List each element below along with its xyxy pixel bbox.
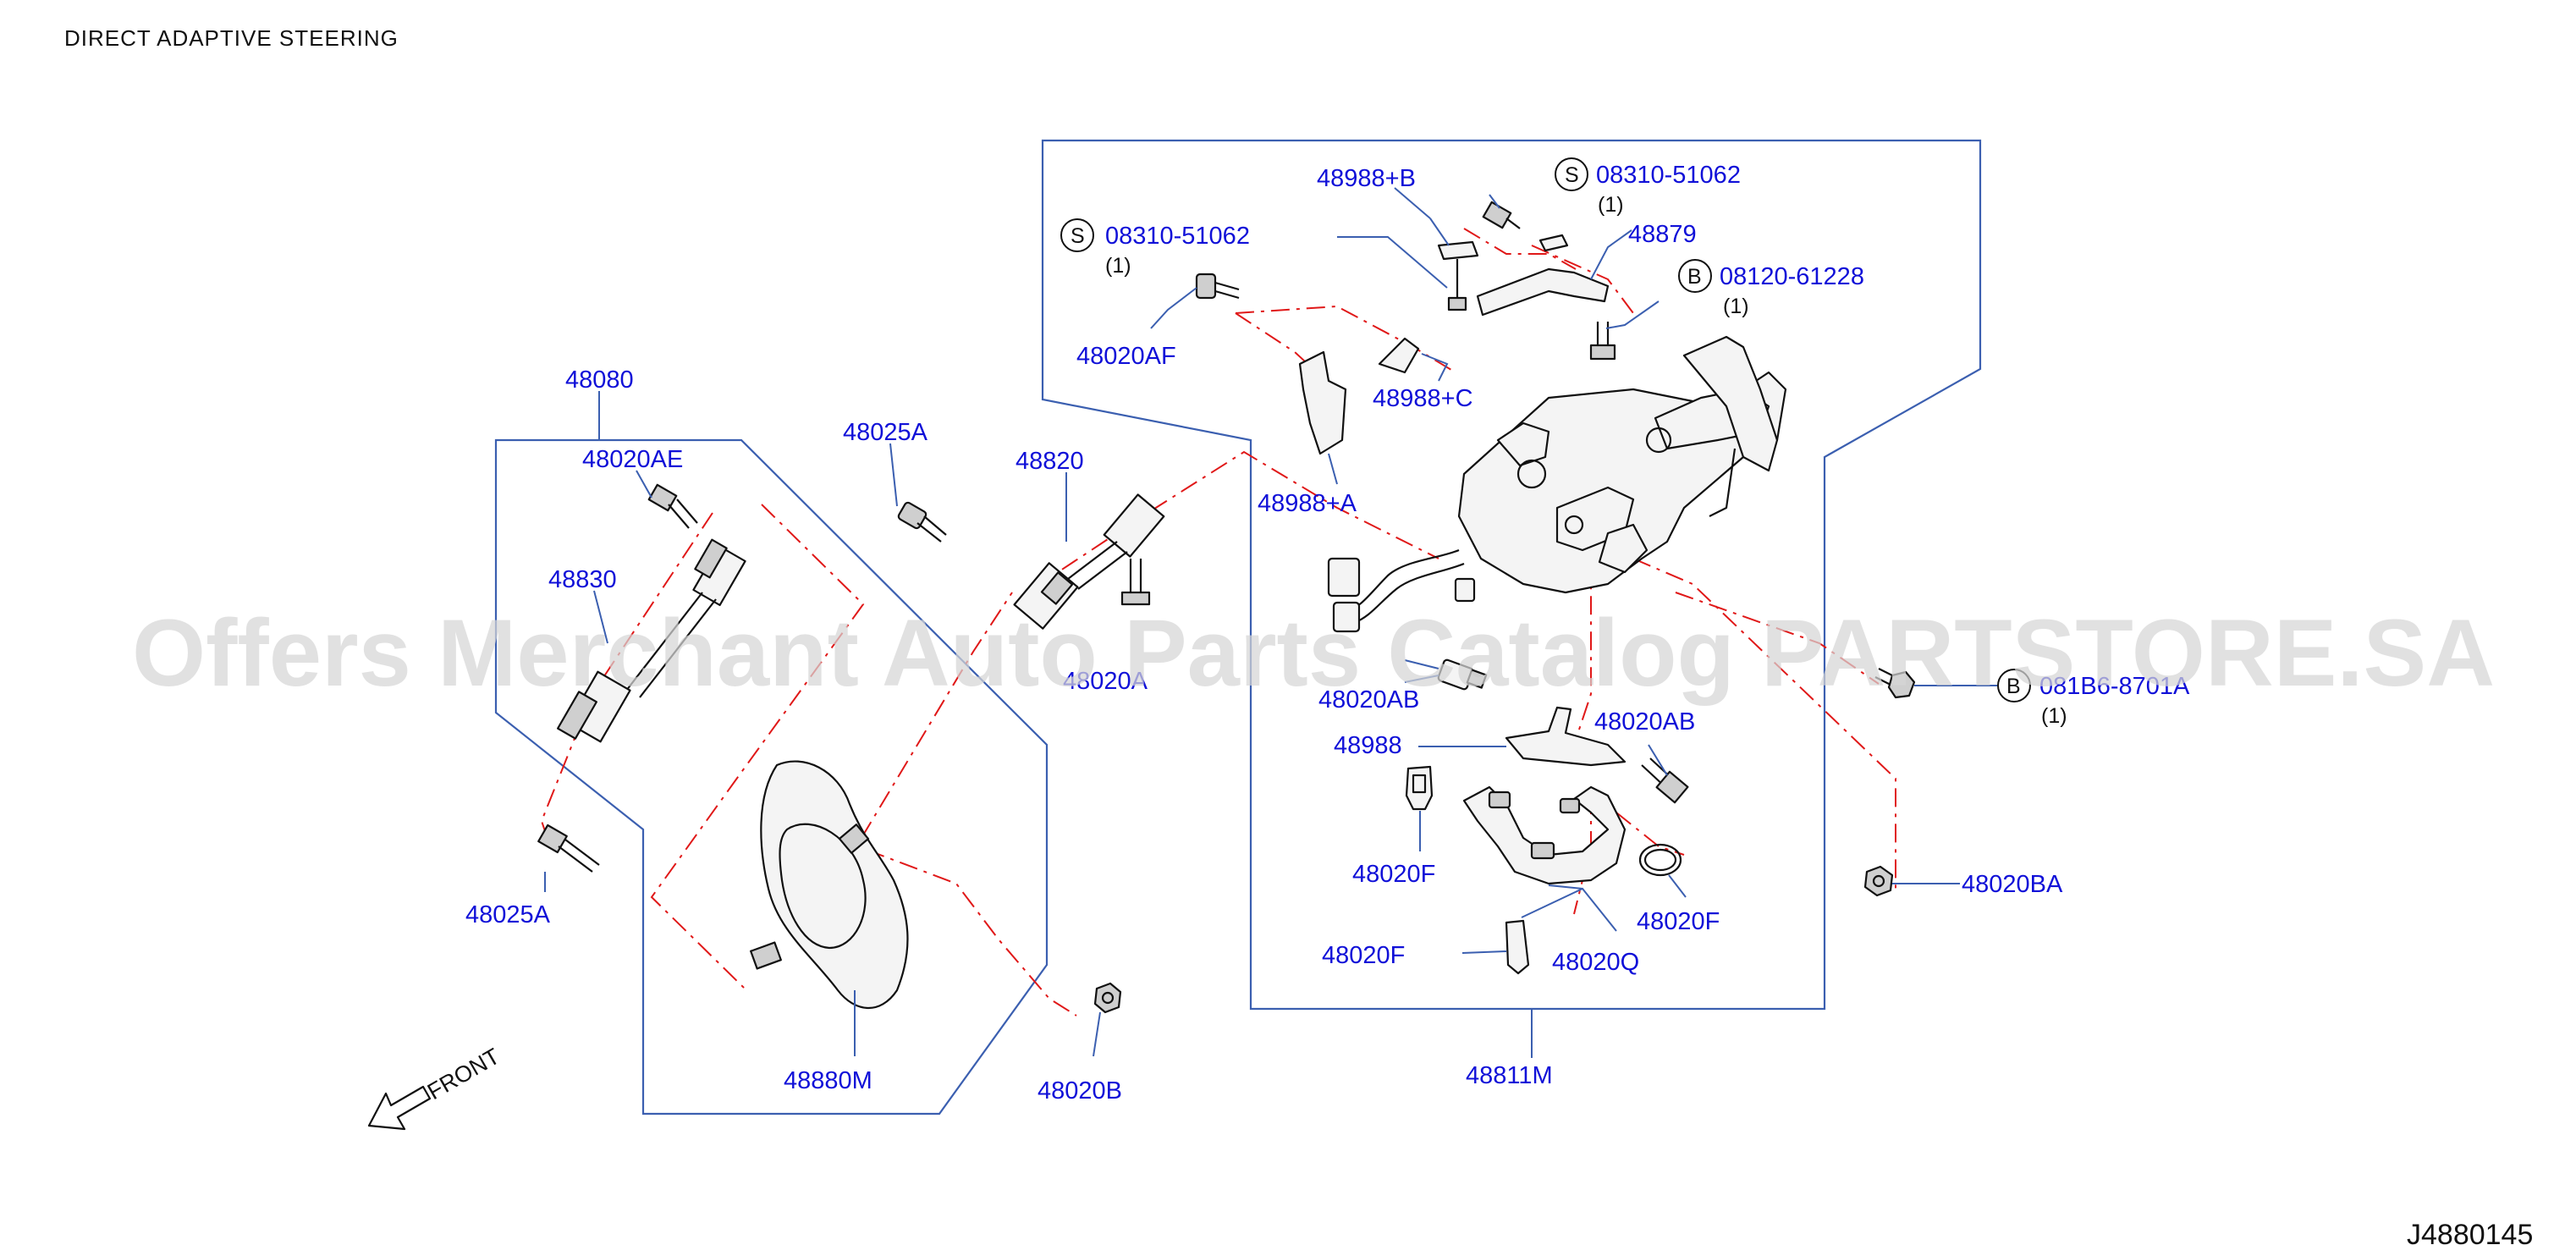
symbol-quantity: (1) bbox=[1105, 254, 1131, 278]
symbol-callout-b1: B 08120-61228 (1) bbox=[1678, 259, 1864, 318]
callout-48020AB-right: 48020AB bbox=[1594, 708, 1695, 735]
intermediate-shaft-48830 bbox=[557, 538, 746, 743]
steering-column-assembly bbox=[1327, 335, 1787, 633]
watermark: Offers Merchant Auto Parts Catalog PARTS… bbox=[132, 600, 2495, 706]
callout-48988: 48988 bbox=[1334, 732, 1402, 759]
callout-48820: 48820 bbox=[1016, 448, 1084, 475]
nut-48020BA bbox=[1863, 865, 1894, 897]
leader-lines bbox=[544, 187, 1997, 1058]
callout-48025A-bottom: 48025A bbox=[465, 901, 551, 928]
callout-48988A: 48988+A bbox=[1258, 490, 1357, 517]
bolt-48025A-bottom bbox=[537, 824, 600, 873]
callout-48020AE: 48020AE bbox=[582, 446, 683, 473]
symbol-letter: S bbox=[1071, 224, 1085, 248]
clip-48020F-bottom bbox=[1505, 919, 1530, 975]
symbol-quantity: (1) bbox=[1723, 295, 1749, 318]
symbol-part-number: 08120-61228 bbox=[1720, 263, 1864, 290]
front-label: FRONT bbox=[423, 1044, 504, 1105]
screw-08310-51062-top bbox=[1482, 201, 1521, 229]
symbol-callout-s2: S 08310-51062 (1) bbox=[1060, 218, 1250, 278]
bolt-48020AF bbox=[1195, 273, 1240, 300]
bolt-08120-61228 bbox=[1589, 322, 1616, 361]
bracket-48988B bbox=[1437, 240, 1479, 311]
symbol-letter: S bbox=[1565, 163, 1579, 187]
callout-48020F-right: 48020F bbox=[1637, 908, 1720, 935]
bolt-48020AE bbox=[647, 483, 698, 529]
callout-48020Q: 48020Q bbox=[1552, 949, 1639, 976]
diagram-title: DIRECT ADAPTIVE STEERING bbox=[64, 25, 399, 51]
symbol-callout-b2: B 081B6-8701A (1) bbox=[1997, 669, 2190, 728]
callout-48020AB-left: 48020AB bbox=[1318, 686, 1419, 713]
symbol-quantity: (1) bbox=[2041, 704, 2067, 728]
callout-48811M: 48811M bbox=[1466, 1062, 1553, 1089]
lower-joint-48820 bbox=[1013, 493, 1165, 630]
callout-48830: 48830 bbox=[548, 566, 617, 593]
symbol-part-number: 081B6-8701A bbox=[2039, 673, 2190, 700]
bolt-48020AB-right bbox=[1641, 757, 1689, 804]
callout-48025A-top: 48025A bbox=[843, 419, 928, 446]
bracket-48879 bbox=[1476, 234, 1610, 317]
bracket-48988C bbox=[1378, 337, 1420, 374]
symbol-part-number: 08310-51062 bbox=[1105, 223, 1250, 250]
callout-48988B: 48988+B bbox=[1317, 165, 1416, 192]
callout-48080: 48080 bbox=[565, 366, 634, 394]
callout-labels: 48080 48020AE 48830 48025A 48025A 48820 … bbox=[465, 165, 2063, 1105]
callout-48880M: 48880M bbox=[784, 1067, 872, 1094]
symbol-letter: B bbox=[1687, 265, 1702, 289]
callout-48988C: 48988+C bbox=[1373, 385, 1473, 412]
bolt-48025A-top bbox=[897, 501, 947, 543]
group-box-48080 bbox=[494, 438, 1049, 1116]
front-arrow-icon bbox=[367, 1085, 432, 1131]
symbol-quantity: (1) bbox=[1598, 193, 1624, 217]
group-box-48811M bbox=[1041, 139, 1982, 1011]
callout-48020B: 48020B bbox=[1038, 1077, 1122, 1105]
front-direction-indicator: FRONT bbox=[367, 1044, 504, 1131]
bracket-48988A bbox=[1298, 350, 1347, 455]
symbol-callout-s1: S 08310-51062 (1) bbox=[1555, 157, 1741, 217]
bolt-48020A bbox=[1120, 559, 1151, 606]
callout-48020BA: 48020BA bbox=[1962, 871, 2063, 898]
callout-48020F-top: 48020F bbox=[1352, 861, 1435, 888]
bolt-081B6-8701A bbox=[1874, 668, 1916, 699]
ring-48020F bbox=[1638, 843, 1682, 877]
hole-cover-48880M bbox=[750, 760, 909, 1010]
symbol-part-number: 08310-51062 bbox=[1596, 162, 1741, 189]
callout-48020AF: 48020AF bbox=[1076, 343, 1176, 370]
callout-48020F-bottom: 48020F bbox=[1322, 942, 1405, 969]
harness-bracket-48020Q bbox=[1462, 785, 1627, 885]
callout-48020A: 48020A bbox=[1063, 668, 1148, 695]
nut-48020B bbox=[1093, 982, 1122, 1014]
symbol-letter: B bbox=[2006, 675, 2021, 698]
bracket-48988 bbox=[1505, 706, 1627, 767]
part-48020AB-left bbox=[1437, 658, 1488, 691]
figure-code: J4880145 bbox=[2407, 1219, 2533, 1251]
clip-48020F-top bbox=[1405, 765, 1434, 811]
callout-48879: 48879 bbox=[1628, 221, 1697, 248]
